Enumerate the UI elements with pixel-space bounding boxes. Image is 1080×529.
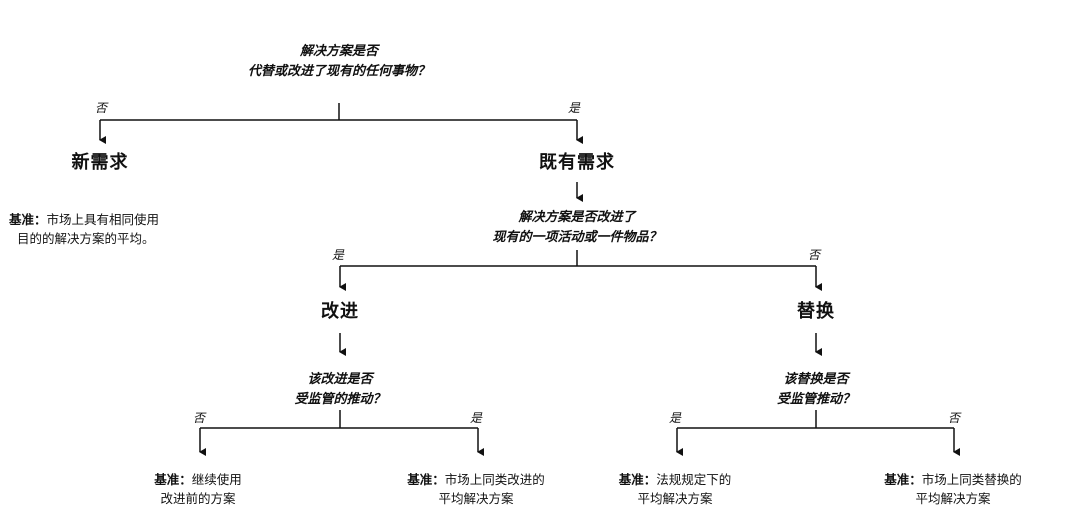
q1-line2: 代替或改进了现有的任何事物？ [247,64,431,79]
q4-no-label: 否 [947,411,961,425]
q2-no-label: 否 [807,248,821,262]
q1-yes-label: 是 [567,101,581,115]
leaf-continue-previous: 基准：继续使用 改进前的方案 [154,470,242,508]
q1-line1: 解决方案是否 [299,44,379,59]
new-demand-heading: 新需求 [71,152,129,173]
basis-label: 基准： [618,472,657,487]
question-replace-regulated: 该替换是否 受监管推动？ [777,370,855,410]
q4-line2: 受监管推动？ [776,392,856,407]
leaf-regulation-average: 基准：法规规定下的 平均解决方案 [619,470,732,508]
leaf4-line1: 市场上同类替换的 [921,472,1022,487]
leaf3-line1: 法规规定下的 [656,472,732,487]
question-improve-existing: 解决方案是否改进了 现有的一项活动或一件物品？ [492,208,661,248]
q4-yes-label: 是 [668,411,682,425]
new-demand-basis: 基准：市场上具有相同使用 目的的解决方案的平均。 [9,210,159,248]
leaf-market-replacement-average: 基准：市场上同类替换的 平均解决方案 [884,470,1022,508]
new-basis-line1: 市场上具有相同使用 [46,212,160,227]
leaf1-line2: 改进前的方案 [160,491,236,506]
question-replace-or-improve: 解决方案是否 代替或改进了现有的任何事物？ [248,42,430,82]
basis-label: 基准： [9,212,47,227]
q4-line1: 该替换是否 [783,372,849,387]
q3-yes-label: 是 [469,411,483,425]
q2-yes-label: 是 [331,248,345,262]
basis-label: 基准： [407,472,445,487]
q3-line1: 该改进是否 [307,372,373,387]
q1-no-label: 否 [94,101,108,115]
leaf2-line2: 平均解决方案 [438,491,514,506]
basis-label: 基准： [884,472,922,487]
q2-line1: 解决方案是否改进了 [518,210,636,225]
leaf3-line2: 平均解决方案 [637,491,713,506]
leaf2-line1: 市场上同类改进的 [444,472,545,487]
leaf4-line2: 平均解决方案 [915,491,991,506]
question-improve-regulated: 该改进是否 受监管的推动？ [294,370,385,410]
basis-label: 基准： [154,472,192,487]
q3-no-label: 否 [192,411,206,425]
existing-demand-heading: 既有需求 [539,152,615,173]
q2-line2: 现有的一项活动或一件物品？ [492,230,662,245]
leaf1-line1: 继续使用 [191,472,242,487]
replace-heading: 替换 [797,301,835,322]
leaf-market-improvement-average: 基准：市场上同类改进的 平均解决方案 [407,470,545,508]
q3-line2: 受监管的推动？ [294,392,386,407]
improve-heading: 改进 [321,301,359,322]
new-basis-line2: 目的的解决方案的平均。 [17,231,155,246]
